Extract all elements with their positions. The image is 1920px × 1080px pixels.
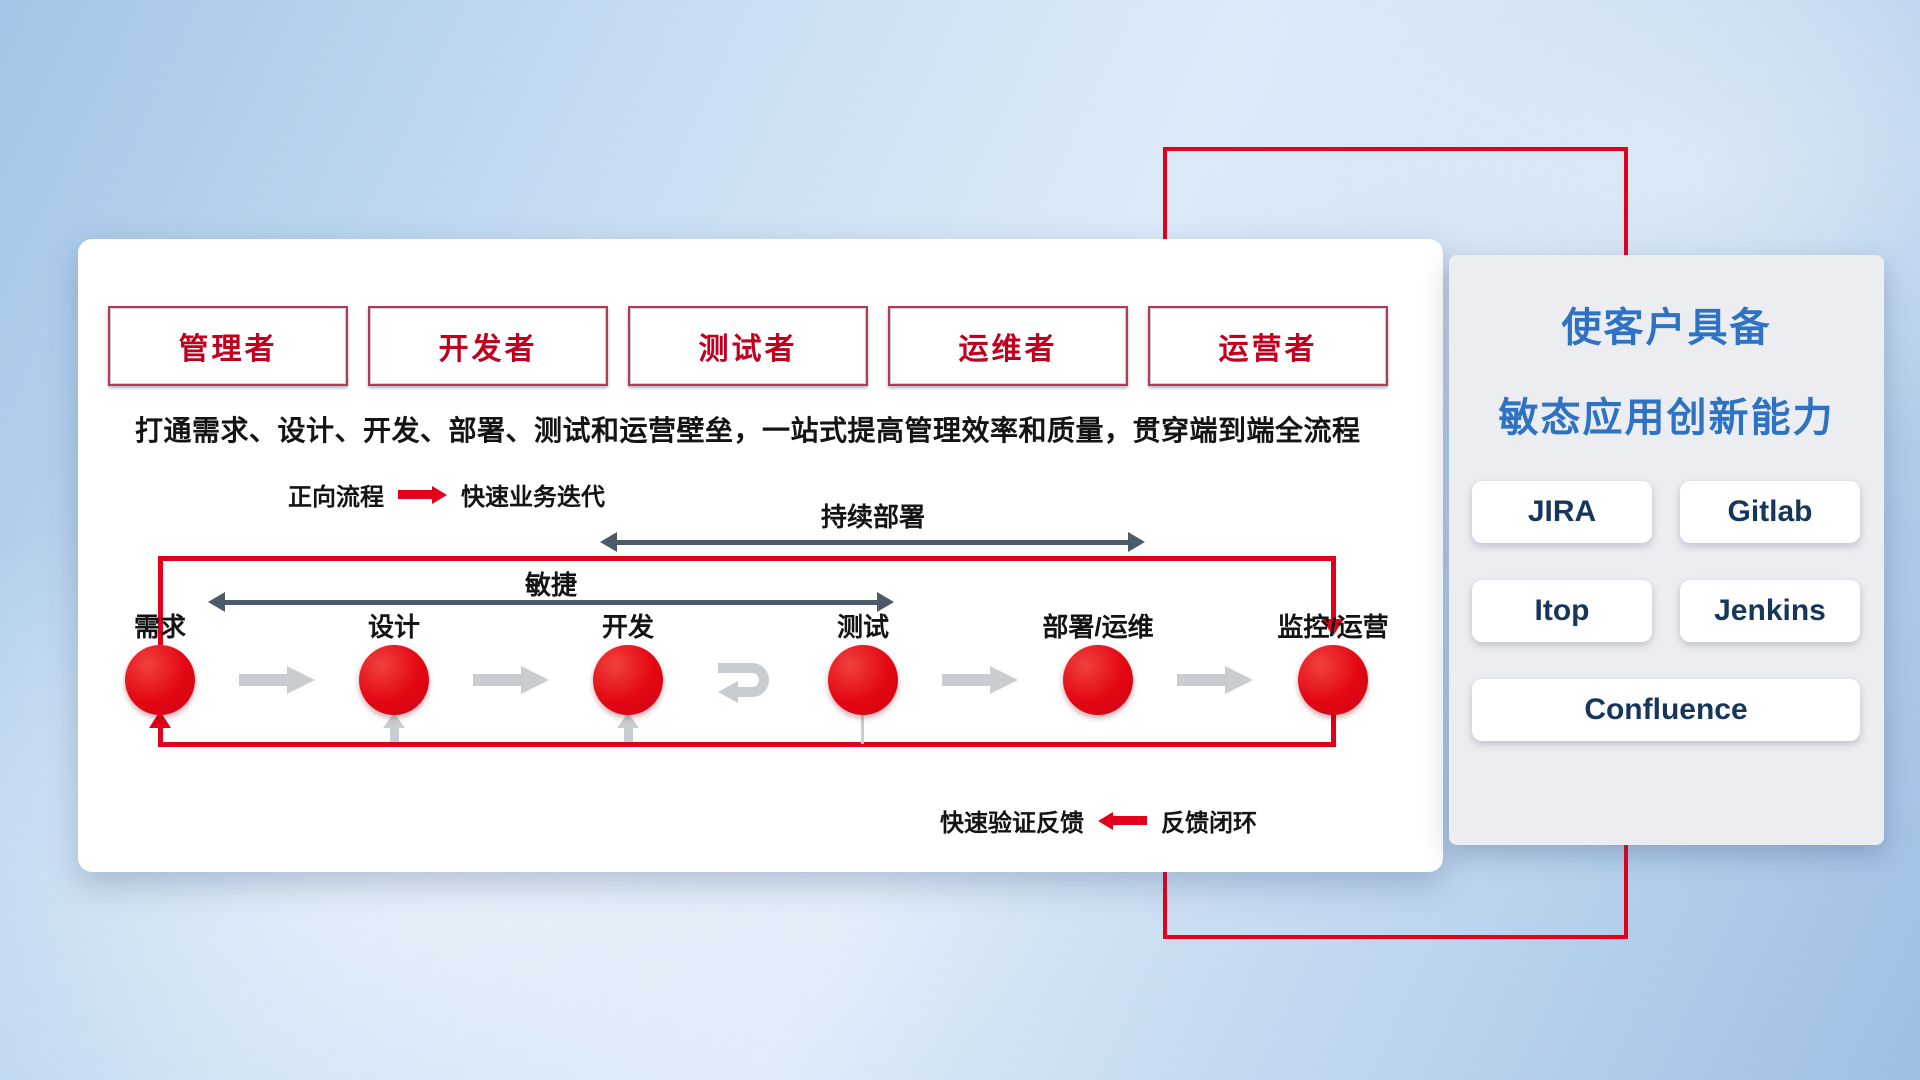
role-box-operator: 运营者: [1148, 306, 1388, 386]
stage-node-circle: [593, 645, 663, 715]
stage-requirements: 需求: [80, 609, 240, 715]
flow-right-arrow-icon: [473, 666, 549, 699]
stage-monitor-operate: 监控/运营: [1253, 609, 1413, 715]
role-label: 运营者: [1218, 333, 1318, 366]
tool-itop: Itop: [1472, 580, 1652, 642]
stage-design: 设计: [314, 609, 474, 715]
feedback-legend: 快速验证反馈 反馈闭环: [940, 803, 1257, 838]
stage-node-circle: [1298, 645, 1368, 715]
agile-label: 敏捷: [524, 570, 578, 600]
stage-node-circle: [828, 645, 898, 715]
flow-right-arrow-icon: [1177, 666, 1253, 699]
tool-jenkins: Jenkins: [1680, 580, 1860, 642]
devops-flow-card: 管理者 开发者 测试者 运维者 运营者 打通需求、设计、开发、部署、测试和运营壁…: [78, 239, 1443, 872]
capability-panel: 使客户具备 敏态应用创新能力 JIRA Gitlab Itop Jenkins …: [1449, 255, 1884, 845]
role-label: 测试者: [698, 333, 798, 366]
stage-label: 测试: [836, 612, 889, 642]
tool-gitlab: Gitlab: [1680, 481, 1860, 543]
panel-title-line1: 使客户具备: [1561, 306, 1772, 350]
forward-flow-value: 快速业务迭代: [461, 484, 605, 511]
role-box-developer: 开发者: [368, 306, 608, 386]
role-label: 开发者: [438, 333, 538, 366]
stage-label: 设计: [367, 612, 420, 642]
stage-testing: 测试: [783, 609, 943, 715]
agile-span-arrow-icon: [208, 591, 894, 613]
role-box-manager: 管理者: [108, 306, 348, 386]
role-label: 管理者: [178, 333, 278, 366]
loop-down-arrowhead-icon: [1322, 619, 1344, 636]
continuous-deploy-span-arrow-icon: [600, 531, 1145, 553]
tool-label: Gitlab: [1727, 495, 1813, 528]
feedback-up-arrow-icon: [617, 713, 639, 742]
dev-test-iteration-loop-icon: [710, 656, 780, 709]
flow-right-arrow-icon: [239, 666, 315, 699]
loop-right-down-line: [1331, 556, 1336, 620]
tool-confluence: Confluence: [1472, 679, 1860, 741]
stage-label: 监控/运营: [1277, 612, 1389, 642]
feedback-label: 反馈闭环: [1161, 810, 1257, 837]
stage-label: 部署/运维: [1042, 612, 1154, 642]
continuous-deploy-label: 持续部署: [820, 502, 926, 532]
forward-arrow-icon: [398, 485, 447, 504]
loop-top-line: [158, 556, 1336, 561]
loop-bottom-line: [158, 742, 1336, 747]
stage-label: 开发: [601, 612, 654, 642]
feedback-arrow-icon: [1098, 811, 1147, 830]
tool-label: JIRA: [1527, 495, 1597, 528]
loop-right-bottom-line: [1331, 713, 1336, 747]
tool-jira: JIRA: [1472, 481, 1652, 543]
tool-label: Itop: [1534, 594, 1590, 627]
tool-label: Jenkins: [1714, 594, 1826, 627]
feedback-value: 快速验证反馈: [940, 810, 1084, 837]
process-description: 打通需求、设计、开发、部署、测试和运营壁垒，一站式提高管理效率和质量，贯穿端到端…: [135, 415, 1361, 446]
role-box-tester: 测试者: [628, 306, 868, 386]
role-box-ops: 运维者: [888, 306, 1128, 386]
stage-node-circle: [125, 645, 195, 715]
role-box-row: 管理者 开发者 测试者 运维者 运营者: [108, 306, 1388, 386]
test-feedback-line: [861, 715, 864, 744]
feedback-up-arrow-icon: [383, 713, 405, 742]
tool-label: Confluence: [1584, 693, 1748, 726]
flow-right-arrow-icon: [942, 666, 1018, 699]
forward-flow-label: 正向流程: [288, 484, 384, 511]
loop-left-up-line: [158, 556, 163, 645]
loop-left-bottom-line: [158, 727, 163, 745]
stage-node-circle: [359, 645, 429, 715]
stage-node-circle: [1063, 645, 1133, 715]
forward-flow-legend: 正向流程 快速业务迭代: [288, 477, 605, 512]
stage-development: 开发: [548, 609, 708, 715]
stage-deploy-ops: 部署/运维: [1018, 609, 1178, 715]
stage-label: 需求: [133, 612, 186, 642]
loop-up-arrowhead-icon: [149, 711, 171, 728]
panel-title-line2: 敏态应用创新能力: [1498, 396, 1835, 440]
role-label: 运维者: [958, 333, 1058, 366]
